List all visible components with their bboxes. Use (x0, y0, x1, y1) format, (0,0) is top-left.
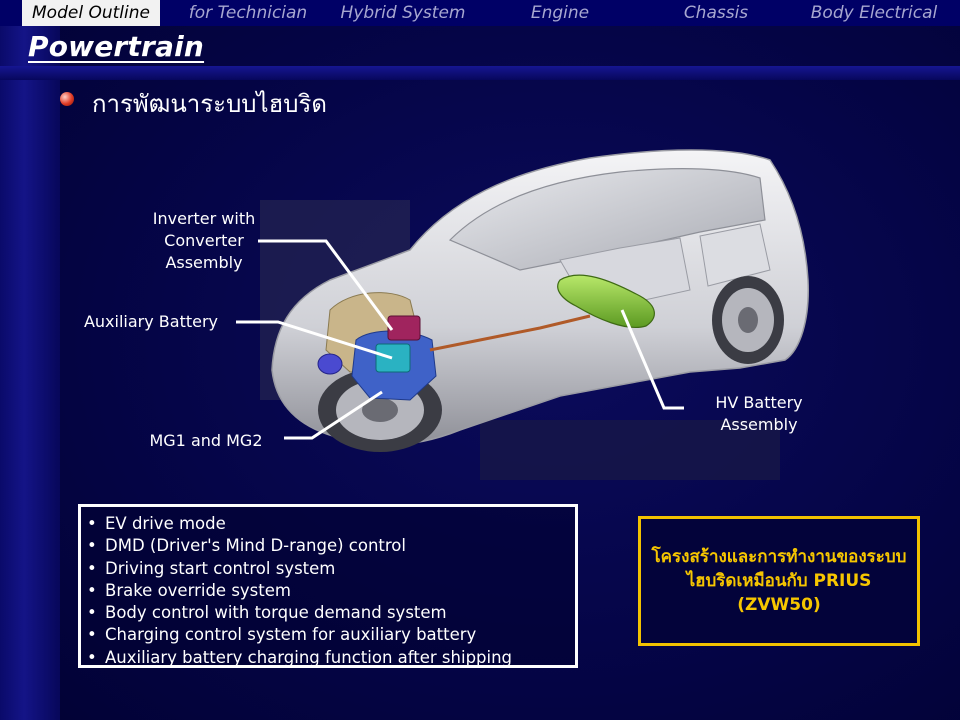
list-item: Brake override system (87, 580, 567, 603)
label-mg1-mg2: MG1 and MG2 (149, 431, 263, 450)
bullet-icon (60, 92, 74, 106)
page-title: Powertrain (28, 30, 205, 63)
list-item: DMD (Driver's Mind D-range) control (87, 535, 567, 558)
page-subtitle: การพัฒนาระบบไฮบริด (92, 90, 327, 118)
tab-for-technician[interactable]: for Technician (188, 3, 308, 23)
tab-chassis[interactable]: Chassis (683, 3, 749, 23)
top-nav: Model Outline for Technician Hybrid Syst… (0, 0, 960, 26)
label-hv-battery: HV Battery Assembly (715, 393, 803, 434)
tab-body-electrical[interactable]: Body Electrical (810, 3, 938, 23)
left-accent-bar (0, 26, 60, 720)
list-item: EV drive mode (87, 513, 567, 536)
tab-engine[interactable]: Engine (530, 3, 590, 23)
feature-list-box: EV drive mode DMD (Driver's Mind D-range… (78, 504, 578, 669)
feature-list: EV drive mode DMD (Driver's Mind D-range… (87, 513, 567, 669)
tab-model-outline[interactable]: Model Outline (22, 0, 160, 26)
list-item: Charging control system for auxiliary ba… (87, 624, 567, 647)
list-item: Auxiliary battery charging function afte… (87, 647, 567, 670)
label-auxiliary-battery: Auxiliary Battery (83, 312, 219, 331)
header-band (0, 66, 960, 80)
tab-hybrid-system[interactable]: Hybrid System (340, 3, 466, 23)
list-item: Body control with torque demand system (87, 602, 567, 625)
list-item: Driving start control system (87, 558, 567, 581)
prius-note-box: โครงสร้างและการทำงานของระบบไฮบริดเหมือนก… (638, 516, 920, 646)
prius-note-text: โครงสร้างและการทำงานของระบบไฮบริดเหมือนก… (651, 547, 907, 615)
label-inverter-converter: Inverter with Converter Assembly (152, 209, 256, 272)
